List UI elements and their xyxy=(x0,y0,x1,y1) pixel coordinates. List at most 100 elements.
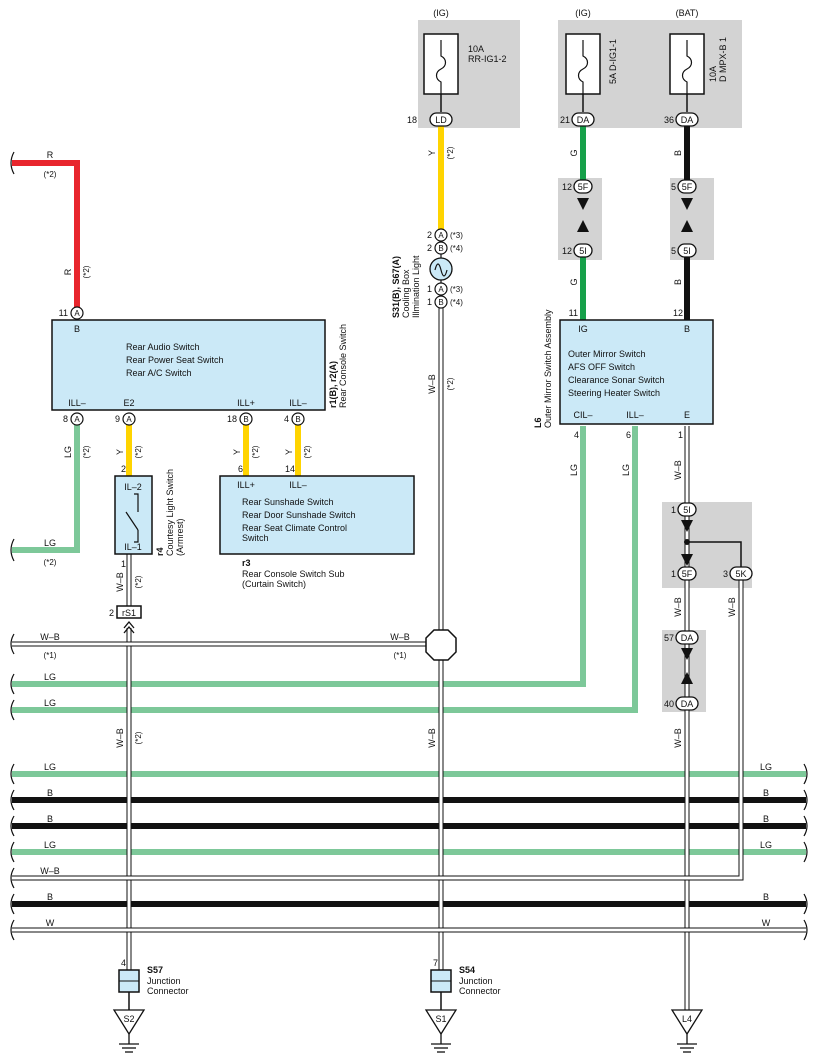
rear-console-switch-sub xyxy=(219,475,415,555)
svg-text:(*2): (*2) xyxy=(303,445,312,458)
svg-text:(*2): (*2) xyxy=(134,731,143,744)
svg-text:5F: 5F xyxy=(682,569,693,579)
fuse3-supply: (BAT) xyxy=(676,8,699,18)
wire-white-black xyxy=(12,578,744,881)
note-4: (*4) xyxy=(450,298,463,307)
svg-text:A: A xyxy=(438,285,444,294)
svg-text:5K: 5K xyxy=(735,569,746,579)
svg-text:(*2): (*2) xyxy=(251,445,260,458)
svg-text:G: G xyxy=(569,278,579,285)
svg-text:4: 4 xyxy=(284,414,289,424)
svg-text:1: 1 xyxy=(671,505,676,515)
fuse1-amp: 10A xyxy=(468,44,484,54)
svg-text:Y: Y xyxy=(284,449,294,455)
wire-light-green xyxy=(12,426,586,687)
svg-text:8: 8 xyxy=(63,414,68,424)
svg-text:14: 14 xyxy=(285,464,295,474)
svg-text:12: 12 xyxy=(562,246,572,256)
svg-text:LG: LG xyxy=(44,840,56,850)
svg-text:36: 36 xyxy=(664,115,674,125)
fuse3-amp: 10A xyxy=(708,66,718,82)
svg-text:Y: Y xyxy=(232,449,242,455)
svg-text:(*2): (*2) xyxy=(82,265,91,278)
svg-text:40: 40 xyxy=(664,699,674,709)
rcs-name: Rear Console Switch xyxy=(338,324,348,408)
connector-arrow-icon xyxy=(123,620,135,634)
osa-cil: CIL– xyxy=(573,410,592,420)
svg-text:3: 3 xyxy=(723,569,728,579)
cooling-box-code: S31(B), S67(A) xyxy=(391,256,401,318)
svg-text:W–B: W–B xyxy=(673,460,683,480)
connector-pills: LD DA DA 5F 5I 5F 5I 5I 5F 5K DA DA xyxy=(429,112,753,711)
svg-text:B: B xyxy=(763,892,769,902)
splice-point xyxy=(684,539,690,545)
ground-s1-label: S1 xyxy=(435,1014,446,1024)
rcs-ill-minus-2: ILL– xyxy=(289,398,307,408)
fuse-icon xyxy=(435,40,447,94)
splice-wire xyxy=(687,541,742,572)
svg-text:B: B xyxy=(47,892,53,902)
osa-ig: IG xyxy=(578,324,588,334)
svg-text:A: A xyxy=(438,231,444,240)
svg-text:(*2): (*2) xyxy=(82,445,91,458)
osa-function: Steering Heater Switch xyxy=(568,388,660,398)
svg-text:6: 6 xyxy=(238,464,243,474)
svg-text:LG: LG xyxy=(760,840,772,850)
rcss-ill-minus: ILL– xyxy=(289,480,307,490)
rcss-ill-plus: ILL+ xyxy=(237,480,255,490)
svg-text:Y: Y xyxy=(427,150,437,156)
svg-text:W–B: W–B xyxy=(673,597,683,617)
svg-text:1: 1 xyxy=(427,297,432,307)
ground-symbol-s1 xyxy=(424,1009,458,1053)
wire-labels: R (*2) LG (*2) W–B (*1) W–B (*1) LG LG L… xyxy=(40,146,772,928)
ground-l4-label: L4 xyxy=(682,1014,692,1024)
osa-name: Outer Mirror Switch Assembly xyxy=(543,309,553,428)
osa-code: L6 xyxy=(533,417,543,428)
fuse2-supply: (IG) xyxy=(575,8,591,18)
svg-text:5: 5 xyxy=(671,182,676,192)
fuse3-name: D MPX-B 1 xyxy=(718,37,728,82)
rcs-pin-b: B xyxy=(74,324,80,334)
svg-text:A: A xyxy=(74,415,80,424)
svg-text:(*2): (*2) xyxy=(446,377,455,390)
wire-light-green xyxy=(12,425,80,553)
fuse-icon xyxy=(577,40,589,94)
rear-console-switch xyxy=(51,319,326,411)
svg-text:R: R xyxy=(47,150,54,160)
junction-octagon xyxy=(425,629,457,661)
rcss-name-2: (Curtain Switch) xyxy=(242,579,306,589)
osa-b: B xyxy=(684,324,690,334)
svg-text:B: B xyxy=(763,814,769,824)
s57-label-2: Connector xyxy=(147,986,189,996)
svg-text:G: G xyxy=(569,149,579,156)
svg-text:1: 1 xyxy=(427,284,432,294)
svg-text:LD: LD xyxy=(435,115,447,125)
svg-text:A: A xyxy=(74,309,80,318)
courtesy-light-switch xyxy=(114,475,153,555)
osa-function: Clearance Sonar Switch xyxy=(568,375,665,385)
svg-text:5I: 5I xyxy=(683,246,691,256)
svg-text:B: B xyxy=(243,415,248,424)
rcss-code: r3 xyxy=(242,558,251,568)
svg-text:LG: LG xyxy=(44,698,56,708)
rcs-function: Rear Audio Switch xyxy=(126,342,200,352)
wire-light-green xyxy=(12,426,638,713)
courtesy-il2: IL–2 xyxy=(124,482,142,492)
svg-text:LG: LG xyxy=(44,762,56,772)
svg-text:DA: DA xyxy=(681,633,694,643)
svg-text:2: 2 xyxy=(427,243,432,253)
rcs-e2: E2 xyxy=(123,398,134,408)
svg-text:DA: DA xyxy=(577,115,590,125)
fuse1-name: RR-IG1-2 xyxy=(468,54,507,64)
svg-text:B: B xyxy=(673,279,683,285)
switch-contact-icon xyxy=(125,493,139,543)
svg-text:(*1): (*1) xyxy=(394,651,407,660)
svg-text:W–B: W–B xyxy=(427,728,437,748)
s57-code: S57 xyxy=(147,965,163,975)
svg-text:W–B: W–B xyxy=(427,374,437,394)
rcs-code: r1(B), r2(A) xyxy=(328,361,338,408)
svg-text:12: 12 xyxy=(562,182,572,192)
fuse2-name: 5A D-IG1-1 xyxy=(608,39,618,84)
svg-text:LG: LG xyxy=(44,672,56,682)
